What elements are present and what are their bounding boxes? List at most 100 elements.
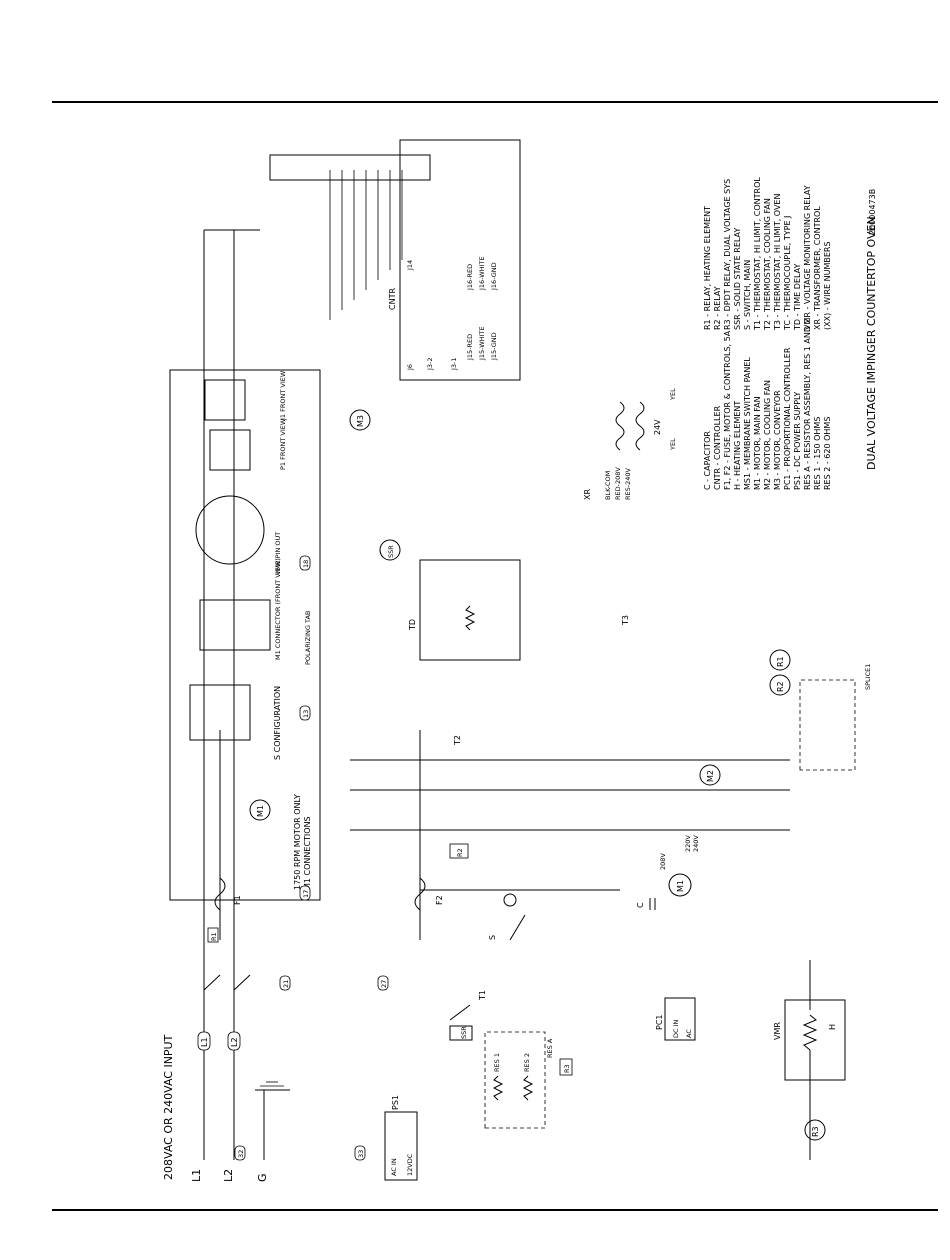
bottom-rule (52, 1209, 938, 1211)
f2-label: F2 (435, 895, 444, 905)
v240-label: 240V (692, 835, 700, 852)
top-rule (52, 101, 938, 103)
r1-label-coil: R1 (776, 656, 785, 667)
legend-13: R1 - RELAY, HEATING ELEMENT (703, 206, 712, 330)
t3-label: T3 (621, 615, 630, 626)
h-label: H (828, 1024, 837, 1030)
wire-number-tags: 27 21 17 13 18 33 32 (234, 555, 389, 1161)
splice-label: SPLICE1 (864, 664, 872, 690)
cntr-j14: J14 (406, 260, 414, 271)
cntr-j3-1: J3-1 (450, 357, 458, 371)
pc1-label: PC1 (655, 1015, 664, 1031)
m1-label: M1 (676, 880, 685, 892)
inset-vmr-pinout: VMR PIN OUT (274, 532, 282, 575)
m2-label: M2 (706, 770, 715, 782)
cntr-j3-2: J3-2 (426, 357, 434, 371)
inset-m1-connector: M1 CONNECTOR (FRONT VIEW) (274, 558, 282, 660)
cntr-label: CNTR (388, 288, 397, 310)
legend-5: M1 - MOTOR, MAIN FAN (753, 396, 762, 490)
r2-label-coil2: R2 (776, 681, 785, 692)
cntr-j16-gnd: J16-GND (490, 262, 498, 291)
r3-label-res: R3 (563, 1064, 571, 1073)
wire-tag-29: 27 (380, 980, 388, 988)
bus-lines (203, 229, 290, 1160)
controller-block: CNTR J6 J3-2 J3-1 J14 J15-RED J15-WHITE … (349, 139, 521, 561)
cntr-j15-red: J15-RED (466, 334, 474, 361)
wire-tag-40: 33 (357, 1150, 365, 1158)
l-terminals: L1 L2 (197, 1031, 241, 1051)
legend-2: F1, F2 - FUSE, MOTOR & CONTROLS, 5A (723, 330, 732, 490)
legend-6: M2 - MOTOR, COOLING FAN (763, 380, 772, 490)
legend-9: PS1 - DC POWER SUPPLY (793, 392, 802, 490)
t2-label: T2 (453, 735, 462, 746)
svg-text:L1: L1 (200, 1037, 209, 1047)
legend-20: T3 - THERMOSTAT, HI LIMIT, OVEN (773, 194, 782, 331)
legend-15: R3 - DPDT RELAY, DUAL VOLTAGE SYS (723, 179, 732, 330)
cntr-j16-red: J16-RED (466, 264, 474, 291)
s-label: S (488, 935, 497, 940)
wire-tag-22: 21 (282, 980, 290, 988)
fuse-row: R1 F1 F2 (203, 730, 444, 991)
line-g: G (256, 1173, 269, 1182)
inset-m1-rpm: 1750 RPM MOTOR ONLY (293, 794, 302, 890)
legend-4: MS1 - MEMBRANE SWITCH PANEL (743, 357, 752, 490)
inset-m1-label: M1 (256, 805, 265, 817)
pc1-ac: AC (685, 1029, 693, 1038)
xr-yel-b: YEL (669, 388, 677, 401)
r2-t2-block: R2 T2 M2 R1 R2 T3 (350, 615, 791, 859)
xr-tap-208: RED-208V (614, 467, 622, 500)
td-label: TD (408, 619, 417, 631)
legend-25: (XX) - WIRE NUMBERS (823, 241, 832, 330)
wire-tag-14: 13 (302, 710, 310, 718)
rotated-drawing: 208VAC OR 240VAC INPUT L1 L2 G L1 L2 (162, 139, 878, 1182)
drawing-number: 20000473B (868, 189, 877, 235)
pc1-dc-in: DC IN (672, 1019, 680, 1038)
ps1-block: PS1 AC IN 12VDC (384, 1095, 418, 1181)
cntr-j15-gnd: J15-GND (490, 332, 498, 361)
xr-yel-a: YEL (669, 438, 677, 451)
legend-19: T2 - THERMOSTAT, COOLING FAN (763, 198, 772, 331)
legend-22: TD - TIME DELAY (793, 264, 802, 331)
legend-17: S - SWITCH, MAIN (743, 260, 752, 330)
legend-23: VMR - VOLTAGE MONITORING RELAY (803, 185, 812, 330)
xr-tap-com: BLK-COM (604, 471, 612, 500)
xr-tap-240: RES-240V (624, 467, 632, 500)
r1-label-bus: R1 (210, 932, 218, 941)
legend-0: C - CAPACITOR (703, 431, 712, 490)
cntr-j6: J6 (406, 364, 414, 371)
legend-18: T1 - THERMOSTAT, HI LIMIT, CONTROL (753, 177, 762, 331)
legend: C - CAPACITOR CNTR - CONTROLLER F1, F2 -… (703, 177, 832, 490)
ps1-ac-in: AC IN (390, 1158, 398, 1176)
legend-1: CNTR - CONTROLLER (713, 405, 722, 490)
ssr-label: SSR (460, 1026, 468, 1039)
pc1-block: PC1 DC IN AC (655, 997, 696, 1041)
res-a-label: RES A (546, 1038, 554, 1058)
switch-block: S (420, 889, 620, 941)
legend-3: H - HEATING ELEMENT (733, 401, 742, 490)
inset-p1-front: P1 FRONT VIEW (279, 418, 287, 470)
r3-label-coil: R3 (811, 1126, 820, 1137)
m3-label: M3 (356, 415, 365, 427)
legend-11: RES 1 - 150 OHMS (813, 417, 822, 490)
td-block: TD (408, 559, 521, 661)
transformer-block: XR BLK-COM RED-208V RES-240V 24V YEL YEL (583, 388, 677, 500)
legend-7: M3 - MOTOR, CONVEYOR (773, 390, 782, 490)
wire-tag-35: 32 (237, 1150, 245, 1158)
vmr-label: VMR (773, 1022, 782, 1040)
inset-j1-front: J1 FRONT VIEW (279, 370, 287, 421)
res-a-block: RES A RES 1 RES 2 R3 (484, 1031, 573, 1129)
ssr-block: SSR T1 (449, 990, 487, 1041)
res1-label: RES 1 (493, 1053, 501, 1072)
legend-16: SSR - SOLID STATE RELAY (733, 228, 742, 330)
line-labels: L1 L2 G (190, 1169, 269, 1182)
ps1-label: PS1 (391, 1095, 400, 1110)
legend-21: TC - THERMOCOUPLE, TYPE J (783, 216, 792, 331)
m1-block: M1 C 208V 220V 240V (636, 835, 700, 910)
ps1-12vdc: 12VDC (406, 1153, 414, 1176)
legend-24: XR - TRANSFORMER, CONTROL (813, 206, 822, 330)
legend-8: PC1 - PROPORTIONAL CONTROLLER (783, 347, 792, 490)
svg-text:L2: L2 (230, 1037, 239, 1047)
xr-secondary: 24V (653, 419, 662, 435)
r2-label-coil: R2 (456, 848, 464, 857)
